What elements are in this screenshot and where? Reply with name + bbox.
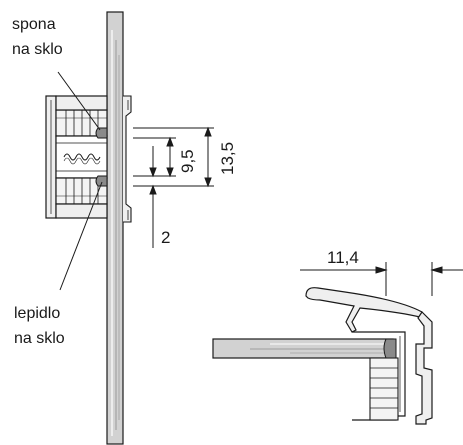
dimension-label-9-5: 9,5 <box>178 149 197 173</box>
clip-block <box>369 357 399 421</box>
glue-label-line1: lepidlo <box>14 305 60 322</box>
leader-lines <box>57 71 103 291</box>
outer-profile <box>123 95 132 223</box>
dimension-label-11-4: 11,4 <box>327 248 359 267</box>
glass-clip-assembly <box>45 95 108 219</box>
clip-profile <box>305 287 433 425</box>
clip-label-line2: na sklo <box>12 41 63 58</box>
dimension-lines <box>133 126 214 248</box>
adhesive-pads <box>95 127 108 187</box>
glue-label-line2: na sklo <box>14 330 65 347</box>
vertical-section-detail <box>45 11 214 445</box>
horizontal-adhesive-pad <box>383 338 397 359</box>
dimension-11-4 <box>300 262 463 296</box>
clip-label-line1: spona <box>12 16 56 33</box>
vertical-glass-pane <box>106 11 124 445</box>
dimension-label-13-5: 13,5 <box>218 142 237 175</box>
horizontal-section-detail <box>212 262 463 425</box>
dimension-label-2: 2 <box>161 228 170 247</box>
horizontal-glass-pane <box>212 338 394 359</box>
